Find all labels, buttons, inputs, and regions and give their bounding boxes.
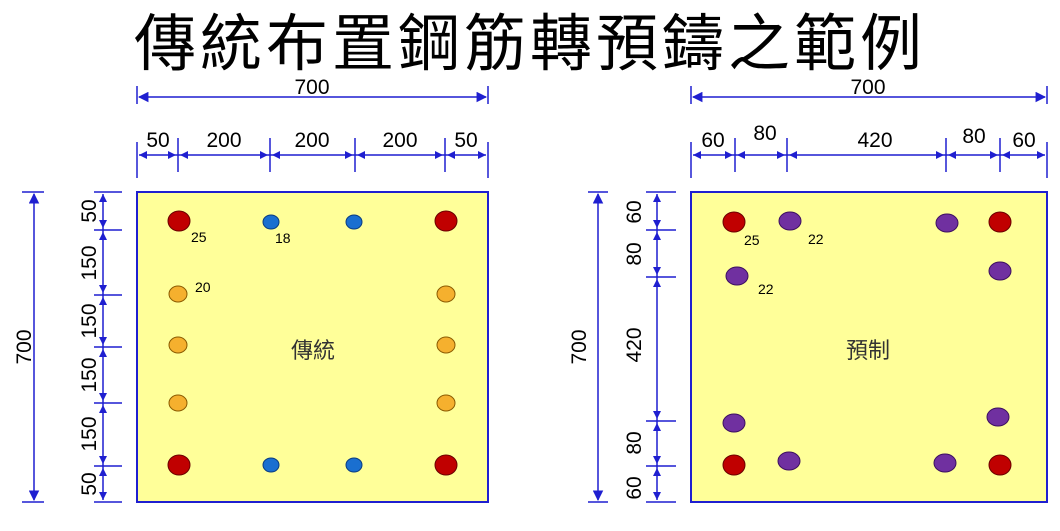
right-top-seg-5: 60 [1012,129,1035,152]
right-top-total-label: 700 [850,76,885,99]
rebar-25-left-top-left [167,210,191,232]
page-title: 傳統布置鋼筋轉預鑄之範例 [133,7,926,80]
right-side-seg-1: 60 [623,200,646,223]
left-section: 700 50 200 200 200 50 700 50 150 150 150 [13,76,489,503]
rebar-25-left-bottom-right [434,454,458,476]
rebar-25-right-top-right [988,211,1012,233]
rebar-22-right-lower [986,407,1010,427]
rebar-25-left-bottom-left [167,454,191,476]
rebar-20-left-side-1 [168,285,188,303]
left-side-seg-3: 150 [78,303,101,338]
left-top-seg-2: 200 [206,129,241,152]
left-top-seg-4: 200 [382,129,417,152]
left-bar-label-18: 18 [275,230,291,246]
rebar-20-right-side-3 [436,394,456,412]
left-top-seg-1: 50 [146,129,169,152]
rebar-25-right-bottom-right [988,454,1012,476]
rebar-22-left-upper [725,266,749,286]
rebar-22-right-upper [988,261,1012,281]
left-bar-label-20: 20 [195,279,211,295]
right-top-seg-4: 80 [962,125,985,148]
rebar-18-left-bottom-1 [262,457,280,473]
rebar-18-left-top-1 [262,214,280,230]
right-top-seg-1: 60 [701,129,724,152]
right-side-seg-3: 420 [623,327,646,362]
rebar-20-right-side-1 [436,285,456,303]
right-side-seg-4: 80 [623,431,646,454]
rebar-25-left-top-right [434,210,458,232]
rebar-22-left-lower [722,413,746,433]
left-bar-label-25: 25 [191,229,207,245]
right-top-seg-2: 80 [753,122,776,145]
left-side-total-label: 700 [13,329,36,364]
rebar-20-right-side-2 [436,336,456,354]
left-top-total-label: 700 [294,76,329,99]
rebar-25-right-bottom-left [722,454,746,476]
right-section: 700 60 80 420 80 60 700 60 80 420 80 60 [568,76,1048,503]
rebar-22-bottom-2 [933,453,957,473]
left-side-seg-6: 50 [78,472,101,495]
left-side-seg-5: 150 [78,416,101,451]
left-top-seg-3: 200 [294,129,329,152]
rebar-25-right-top-left [722,211,746,233]
rebar-20-left-side-3 [168,394,188,412]
right-bar-label-22-side: 22 [758,281,774,297]
left-side-seg-1: 50 [78,199,101,222]
rebar-18-left-top-2 [345,214,363,230]
right-side-seg-2: 80 [623,242,646,265]
left-column-panel [136,191,489,503]
left-top-seg-5: 50 [454,129,477,152]
right-center-label: 預制 [846,339,890,364]
left-center-label: 傳統 [291,339,335,364]
left-side-seg-4: 150 [78,357,101,392]
right-side-total-label: 700 [568,329,591,364]
right-column-panel [690,191,1048,503]
rebar-22-bottom-1 [777,451,801,471]
right-side-seg-5: 60 [623,476,646,499]
right-bar-label-25: 25 [744,232,760,248]
rebar-22-top-1 [778,211,802,231]
right-top-seg-3: 420 [857,129,892,152]
right-bar-label-22-top: 22 [808,231,824,247]
left-side-seg-2: 150 [78,245,101,280]
rebar-20-left-side-2 [168,336,188,354]
rebar-18-left-bottom-2 [345,457,363,473]
rebar-22-top-2 [935,213,959,233]
